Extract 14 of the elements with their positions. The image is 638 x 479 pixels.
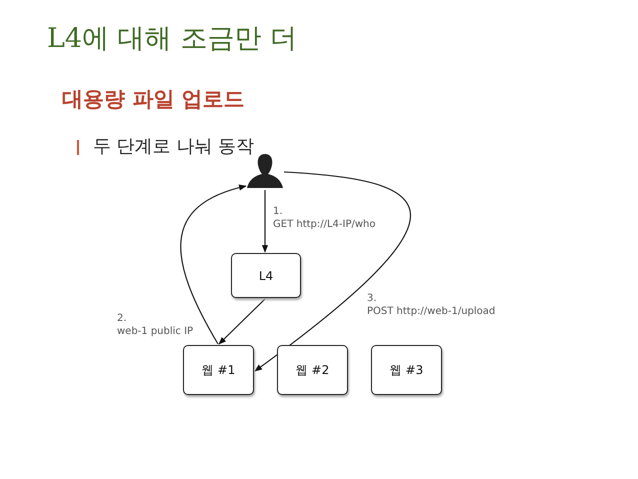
edge-label: 1. GET http://L4-IP/who — [272, 205, 377, 231]
arrow — [254, 171, 411, 372]
server-box: 웹 #3 — [371, 345, 442, 395]
arrow — [262, 190, 268, 253]
arrow — [180, 184, 247, 344]
subheading: 대용량 파일 업로드 — [62, 86, 245, 113]
server-box: 웹 #1 — [183, 345, 254, 395]
server-box: 웹 #2 — [277, 345, 348, 395]
server-box: L4 — [231, 253, 301, 298]
bullet-text: 두 단계로 나눠 동작 — [93, 135, 254, 158]
arrow — [218, 298, 266, 345]
edge-label: 2. web-1 public IP — [116, 312, 194, 338]
slide-title: L4에 대해 조금만 더 — [47, 22, 297, 56]
edge-label: 3. POST http://web-1/upload — [366, 292, 496, 318]
